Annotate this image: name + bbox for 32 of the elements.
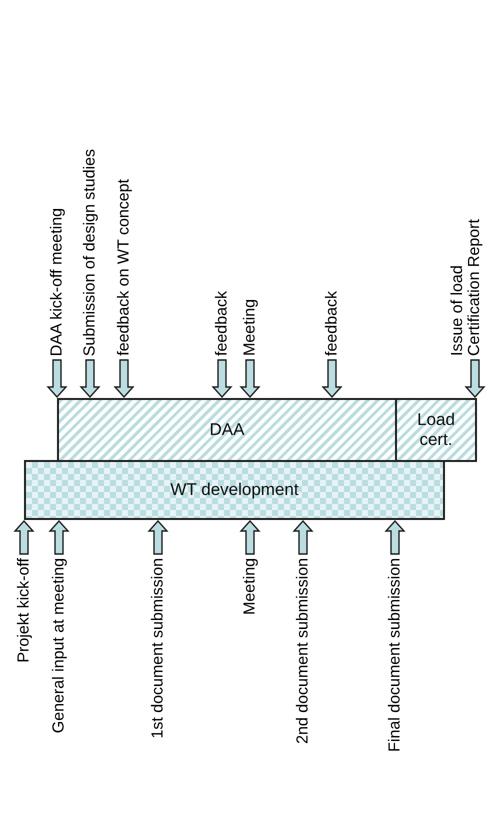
block-arrow	[46, 359, 68, 398]
block-arrow	[13, 520, 35, 555]
milestone-label: feedback on WT concept	[116, 179, 132, 356]
milestone-label: DAA kick-off meeting	[48, 208, 66, 356]
block-arrow	[239, 520, 261, 555]
block-arrow	[384, 520, 406, 555]
phase-bar	[57, 398, 397, 462]
milestone-label: 2nd document submission	[294, 558, 312, 744]
milestone-label: Projekt kick-off	[16, 558, 32, 663]
phase-label: DAA	[210, 420, 244, 440]
block-arrow	[464, 359, 486, 398]
milestone-label: 1st document submission	[150, 558, 166, 739]
milestone-label: feedback	[214, 291, 230, 356]
milestone-label: Meeting	[242, 299, 258, 356]
milestone-label: General input at meeting	[50, 558, 68, 734]
milestone-label: Meeting	[242, 558, 258, 615]
block-arrow	[48, 520, 70, 555]
block-arrow	[321, 359, 343, 398]
phase-bar	[395, 398, 477, 462]
block-arrow	[113, 359, 135, 398]
milestone-label: Issue of load Certification Report	[449, 196, 483, 356]
block-arrow	[79, 359, 101, 398]
milestone-label: feedback	[324, 291, 340, 356]
phase-label: WT development	[170, 480, 299, 500]
block-arrow	[147, 520, 169, 555]
milestone-label: Submission of design studies	[82, 148, 98, 356]
milestone-label: Final document submission	[386, 558, 404, 752]
block-arrow	[239, 359, 261, 398]
phase-bar	[24, 460, 445, 520]
phase-label: Load cert.	[416, 410, 456, 450]
block-arrow	[292, 520, 314, 555]
block-arrow	[211, 359, 233, 398]
